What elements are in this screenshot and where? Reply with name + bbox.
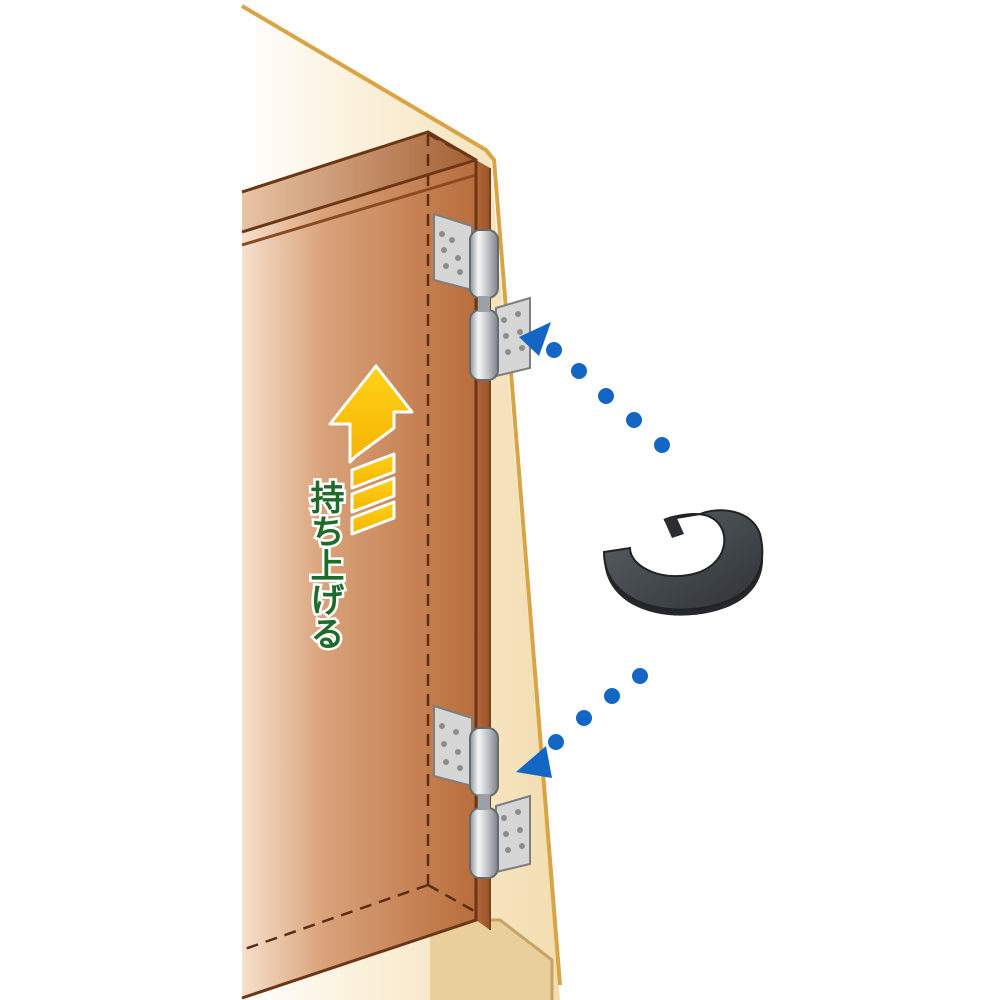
guide-arrow-lower: [516, 668, 648, 778]
lift-instruction-text: 持ち上げる: [304, 480, 344, 650]
cabinet: [241, 130, 491, 1000]
hinge-washer: [602, 509, 764, 616]
lift-arrow: [328, 364, 414, 536]
lift-instruction-outline: 持ち上げる: [302, 478, 347, 653]
lower-hinge: [433, 704, 531, 879]
guide-arrow-upper: [519, 322, 670, 453]
upper-hinge: [433, 212, 531, 381]
